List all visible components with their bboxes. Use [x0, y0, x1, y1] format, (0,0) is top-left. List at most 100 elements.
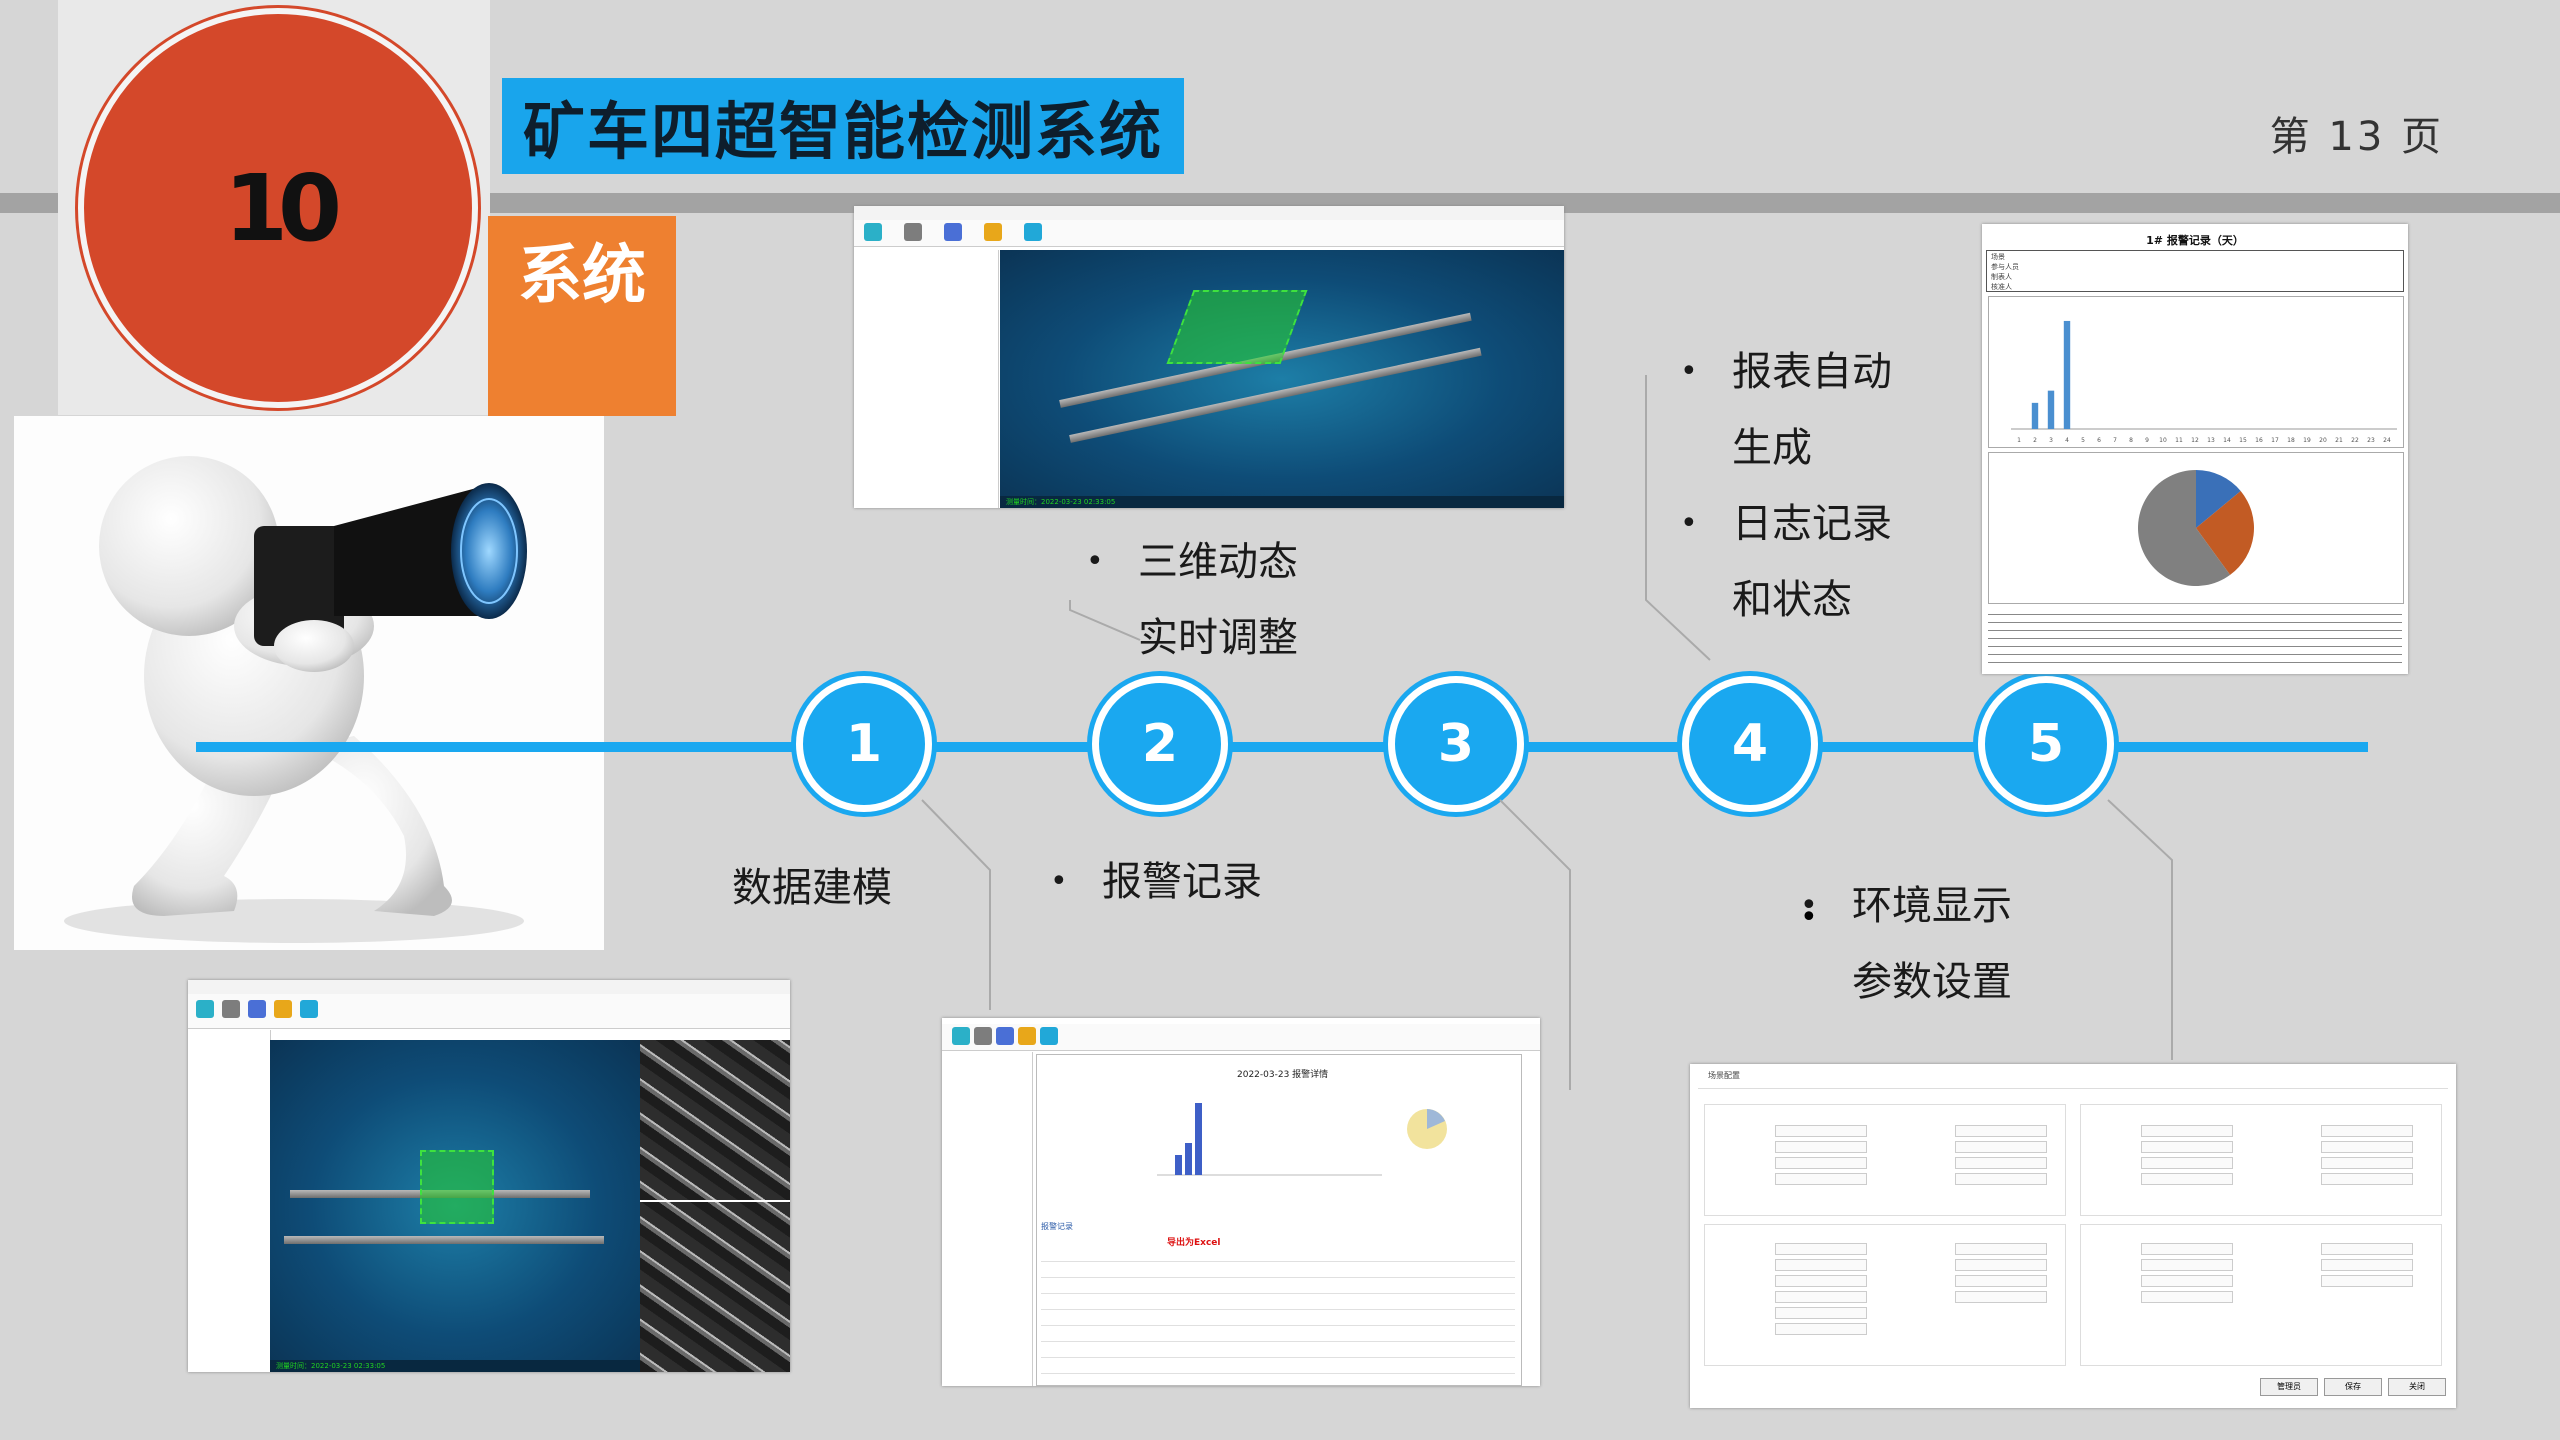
- alarm-icon: [248, 1000, 266, 1018]
- settings-group-2: [1704, 1224, 2066, 1366]
- timeline-node-2[interactable]: 2: [1092, 676, 1228, 812]
- report-pie-chart: [1988, 452, 2404, 604]
- report-icon: [984, 223, 1002, 241]
- side-tab: 系统: [488, 216, 676, 416]
- status-bar: 测量时间：2022-03-23 02:33:05: [1000, 496, 1564, 508]
- label-node5-a: 环境显示: [1800, 868, 2012, 944]
- report-title: 1# 报警记录（天）: [2146, 234, 2244, 247]
- x-tick-label: 18: [2287, 437, 2295, 444]
- settings-divider: [1698, 1088, 2448, 1089]
- x-tick-label: 17: [2271, 437, 2279, 444]
- model-icon: [952, 1027, 970, 1045]
- screenshot-3d-dynamic: 测量时间：2022-03-23 02:33:05: [854, 206, 1564, 508]
- x-tick-label: 12: [2191, 437, 2199, 444]
- label-node1: 数据建模: [732, 865, 892, 911]
- photographer-figure-icon: [64, 456, 527, 943]
- report-log-table: [1988, 606, 2402, 668]
- x-tick-label: 5: [2081, 437, 2085, 444]
- label-node4-d: 和状态: [1732, 577, 1852, 623]
- x-tick-label: 3: [2049, 437, 2053, 444]
- timeline-line: [196, 742, 2368, 752]
- close-button[interactable]: 关闭: [2388, 1378, 2446, 1396]
- section-number: 10: [223, 154, 342, 262]
- screenshot-settings: 场景配置 管: [1690, 1064, 2456, 1408]
- rail-2: [284, 1236, 604, 1244]
- toolbar: [942, 1024, 1540, 1051]
- settings-group-3: [2080, 1104, 2442, 1216]
- x-tick-label: 24: [2383, 437, 2391, 444]
- timeline-node-3[interactable]: 3: [1388, 676, 1524, 812]
- manager-button[interactable]: 管理员: [2260, 1378, 2318, 1396]
- history-icon: [904, 223, 922, 241]
- x-tick-label: 6: [2097, 437, 2101, 444]
- camera-feed-2: [640, 1202, 790, 1372]
- history-icon: [222, 1000, 240, 1018]
- 3d-view[interactable]: 测量时间：2022-03-23 02:33:05: [270, 1040, 640, 1372]
- x-tick-label: 1: [2017, 437, 2021, 444]
- alarm-icon: [996, 1027, 1014, 1045]
- toolbar: [854, 220, 1564, 247]
- window-titlebar: [854, 206, 1564, 221]
- model-icon: [864, 223, 882, 241]
- page-number: 第 13 页: [2269, 114, 2444, 160]
- bullet-dot: •: [1800, 900, 1818, 935]
- alarm-pie-chart: [1407, 1109, 1447, 1149]
- report-icon: [274, 1000, 292, 1018]
- timeline-node-5[interactable]: 5: [1978, 676, 2114, 812]
- alarm-table-header: 报警记录: [1041, 1222, 1073, 1231]
- history-icon: [974, 1027, 992, 1045]
- x-tick-label: 9: [2145, 437, 2149, 444]
- report-header-table: 场景 参与人员 制表人 核准人: [1986, 250, 2404, 292]
- timeline-node-1[interactable]: 1: [796, 676, 932, 812]
- label-node5-b: 参数设置: [1852, 959, 2012, 1005]
- x-tick-label: 22: [2351, 437, 2359, 444]
- screenshot-alarm-record: 2022-03-23 报警详情 报警记录 导出为Excel: [942, 1018, 1540, 1386]
- scene-tree: [188, 1030, 271, 1372]
- page-title: 矿车四超智能检测系统: [522, 95, 1163, 168]
- settings-icon: [300, 1000, 318, 1018]
- pie-slice-B: [2196, 491, 2254, 575]
- scene-tree: [942, 1052, 1033, 1386]
- report-row-1: 场景: [1991, 253, 2005, 261]
- settings-icon: [1024, 223, 1042, 241]
- label-node3: 报警记录: [1050, 844, 1262, 920]
- x-tick-label: 7: [2113, 437, 2117, 444]
- label-node4-c: 日志记录: [1680, 486, 1892, 562]
- section-badge: 10: [78, 8, 478, 408]
- settings-group-4: [2080, 1224, 2442, 1366]
- label-node4-a: 报表自动: [1680, 334, 1892, 410]
- report-row-4: 核准人: [1991, 283, 2012, 291]
- x-tick-label: 4: [2065, 437, 2069, 444]
- x-tick-label: 15: [2239, 437, 2247, 444]
- 3d-view[interactable]: 测量时间：2022-03-23 02:33:05: [1000, 250, 1564, 508]
- report-bar-4: [2063, 320, 2071, 429]
- x-tick-label: 21: [2335, 437, 2343, 444]
- report-bar-2: [2031, 402, 2039, 429]
- x-tick-label: 2: [2033, 437, 2037, 444]
- scene-tree: [854, 250, 999, 508]
- settings-title: 场景配置: [1708, 1071, 1740, 1080]
- report-bar-3: [2047, 390, 2055, 429]
- alarm-bar-chart: [1157, 1103, 1382, 1176]
- label-node4-b: 生成: [1732, 425, 1812, 471]
- header-divider: [0, 193, 2560, 213]
- camera-feed-1: [640, 1040, 790, 1200]
- alarm-bar-1: [1175, 1155, 1182, 1175]
- window-titlebar: [188, 980, 790, 995]
- screenshot-modeling: 测量时间：2022-03-23 02:33:05: [188, 980, 790, 1372]
- timeline-node-4[interactable]: 4: [1682, 676, 1818, 812]
- export-excel-button[interactable]: 导出为Excel: [1167, 1238, 1221, 1248]
- x-tick-label: 20: [2319, 437, 2327, 444]
- x-tick-label: 16: [2255, 437, 2263, 444]
- x-tick-label: 13: [2207, 437, 2215, 444]
- alarm-dialog: 2022-03-23 报警详情 报警记录 导出为Excel: [1036, 1054, 1522, 1386]
- save-button[interactable]: 保存: [2324, 1378, 2382, 1396]
- x-tick-label: 19: [2303, 437, 2311, 444]
- x-tick-label: 23: [2367, 437, 2375, 444]
- pie-slice-C: [2138, 470, 2231, 586]
- status-bar: 测量时间：2022-03-23 02:33:05: [270, 1360, 640, 1372]
- report-row-3: 制表人: [1991, 273, 2012, 281]
